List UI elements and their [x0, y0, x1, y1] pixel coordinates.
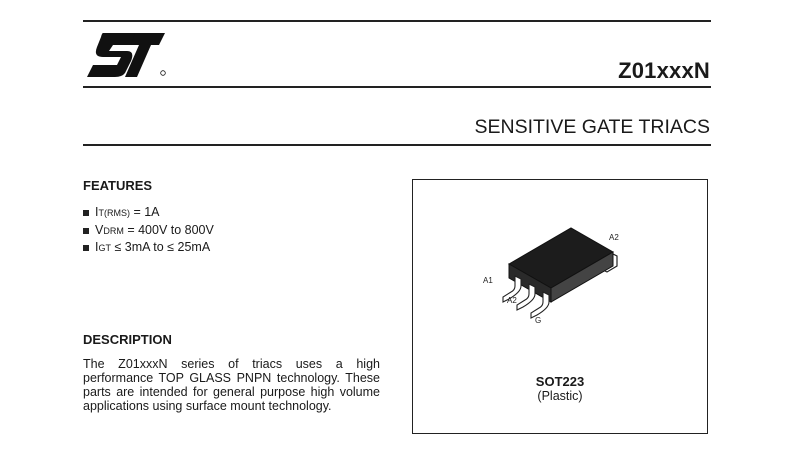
feature-item: VDRM = 400V to 800V [83, 222, 214, 240]
feature-subscript: DRM [103, 225, 124, 236]
st-logo-icon [87, 33, 166, 77]
document-subtitle: SENSITIVE GATE TRIACS [474, 116, 711, 138]
feature-value: = 400V to 800V [123, 222, 214, 237]
feature-symbol: I [95, 240, 99, 254]
package-figure: A2 A1 A2 G SOT223 (Plastic) [412, 179, 708, 434]
feature-subscript: GT [98, 243, 111, 253]
subtitle-rule [83, 144, 711, 146]
features-heading: FEATURES [83, 178, 153, 193]
description-heading: DESCRIPTION [83, 332, 172, 347]
feature-symbol: I [95, 205, 99, 219]
package-name: SOT223 [535, 374, 585, 389]
part-number: Z01xxxN [618, 58, 710, 83]
bullet-icon [83, 245, 89, 251]
bullet-icon [83, 227, 89, 234]
pin-label-gate: G [535, 316, 541, 325]
feature-symbol: V [95, 222, 104, 237]
feature-item: IGT ≤ 3mA to ≤ 25mA [83, 239, 214, 257]
feature-item: IT(RMS) = 1A [83, 204, 214, 222]
feature-value: ≤ 3mA to ≤ 25mA [110, 240, 211, 254]
feature-value: = 1A [129, 205, 160, 219]
package-material: (Plastic) [537, 389, 583, 403]
pin-label-a2-tab: A2 [609, 233, 619, 242]
pin-label-a1: A1 [483, 276, 493, 285]
pin-label-a2: A2 [507, 296, 517, 305]
top-rule [83, 20, 711, 22]
header-rule [83, 86, 711, 88]
description-paragraph: The Z01xxxN series of triacs uses a high… [83, 357, 380, 413]
features-list: IT(RMS) = 1A VDRM = 400V to 800V IGT ≤ 3… [83, 204, 214, 257]
feature-subscript: T(RMS) [98, 208, 130, 218]
bullet-icon [83, 210, 89, 216]
sot223-package-icon: A2 A1 A2 G [483, 227, 619, 325]
